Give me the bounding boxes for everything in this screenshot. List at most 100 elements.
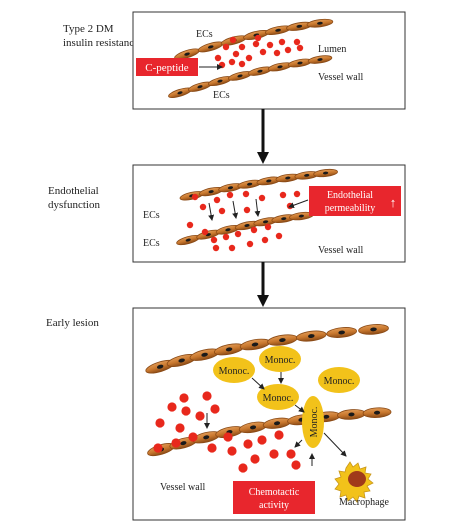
endothelial-cell: [256, 176, 282, 186]
particle: [212, 244, 220, 252]
particle: [242, 190, 250, 198]
particle: [227, 446, 237, 456]
particle: [228, 58, 236, 66]
particle: [246, 240, 254, 248]
particle: [155, 418, 165, 428]
monocyte-transmigrating: Monoc.: [302, 396, 324, 448]
particle: [232, 50, 240, 58]
particle: [218, 207, 226, 215]
panel-3-particles: [153, 391, 301, 473]
panel-2-particles: [186, 190, 301, 252]
particle: [171, 438, 181, 448]
particle: [269, 449, 279, 459]
stage2-label-line2: dysfunction: [48, 199, 100, 211]
particle: [250, 454, 260, 464]
particle: [179, 393, 189, 403]
particle: [254, 34, 262, 42]
particle: [243, 206, 251, 214]
permeability-line1: Endothelial: [327, 190, 373, 201]
endothelial-cell: [166, 354, 197, 367]
particle: [291, 460, 301, 470]
particle: [201, 228, 209, 236]
particle: [210, 236, 218, 244]
panel-3-cells-top: [145, 324, 389, 374]
monocyte-3-label: Monoc.: [324, 376, 355, 387]
particle: [293, 190, 301, 198]
endothelial-cell: [306, 18, 334, 28]
particle: [199, 203, 207, 211]
macrophage-label: Macrophage: [339, 497, 390, 508]
particle: [226, 191, 234, 199]
monocyte-4: Monoc.: [257, 384, 299, 410]
endothelial-cell: [275, 173, 301, 183]
stage3-label-line1: Early lesion: [46, 317, 99, 329]
permeability-up-arrow: ↑: [390, 195, 397, 210]
particle: [259, 48, 267, 56]
permeability-line2: permeability: [325, 203, 376, 214]
particle: [245, 54, 253, 62]
monocyte-2-label: Monoc.: [265, 355, 296, 366]
macrophage-icon: [334, 461, 374, 503]
particle: [195, 411, 205, 421]
particle: [186, 221, 194, 229]
stage1-label-line2: insulin resistance: [63, 37, 140, 49]
particle: [279, 191, 287, 199]
particle: [238, 463, 248, 473]
endothelial-cell: [294, 171, 320, 180]
particle: [250, 226, 258, 234]
endothelial-cell: [326, 327, 357, 338]
panel-1-lumen: Lumen: [318, 44, 346, 55]
c-peptide-label: C-peptide: [145, 62, 188, 74]
chemotactic-box: [233, 481, 315, 514]
particle: [167, 402, 177, 412]
panel-2-vessel-wall: Vessel wall: [318, 245, 363, 256]
particle: [238, 43, 246, 51]
particle: [238, 60, 246, 68]
particle: [278, 38, 286, 46]
particle: [213, 196, 221, 204]
particle: [275, 232, 283, 240]
chemotactic-line1: Chemotactic: [249, 487, 300, 498]
particle: [296, 44, 304, 52]
particle: [258, 194, 266, 202]
particle: [252, 40, 260, 48]
particle: [234, 230, 242, 238]
particle: [228, 244, 236, 252]
monocyte-2: Monoc.: [259, 346, 301, 372]
particle: [202, 391, 212, 401]
particle: [181, 406, 191, 416]
stage1-label: Type 2 DM insulin resistance: [63, 22, 139, 50]
panel-1-ecs-top: ECs: [196, 29, 213, 40]
particle: [286, 449, 296, 459]
particle: [188, 432, 198, 442]
particle: [229, 36, 237, 44]
endothelial-cell: [362, 407, 392, 418]
monocyte-4-label: Monoc.: [263, 393, 294, 404]
monocyte-1: Monoc.: [213, 357, 255, 383]
panel-1-particles: [214, 34, 304, 69]
panel-1-cells-bottom: [168, 55, 333, 99]
panel-2-ecs-top: ECs: [143, 210, 160, 221]
stage2-label-line1: Endothelial: [48, 185, 99, 197]
particle: [153, 443, 163, 453]
particle: [210, 404, 220, 414]
chemotactic-line2: activity: [259, 500, 289, 511]
particle: [243, 439, 253, 449]
panel-2-cells-bottom: [176, 211, 314, 246]
panel-3-vessel-wall: Vessel wall: [160, 482, 205, 493]
permeability-box: [309, 186, 401, 216]
endothelial-cell: [313, 168, 338, 178]
particle: [207, 443, 217, 453]
stage1-label-line1: Type 2 DM: [63, 23, 114, 35]
stage3-label: Early lesion: [46, 316, 99, 330]
endothelial-cell: [307, 55, 333, 64]
panel-3-arrows: [204, 372, 347, 466]
permeability-arrow: [288, 199, 309, 209]
particle: [214, 54, 222, 62]
particle: [222, 233, 230, 241]
endothelial-cell: [358, 324, 389, 335]
c-peptide-box: [136, 58, 198, 76]
particle: [257, 435, 267, 445]
panel-1-vessel-wall: Vessel wall: [318, 72, 363, 83]
